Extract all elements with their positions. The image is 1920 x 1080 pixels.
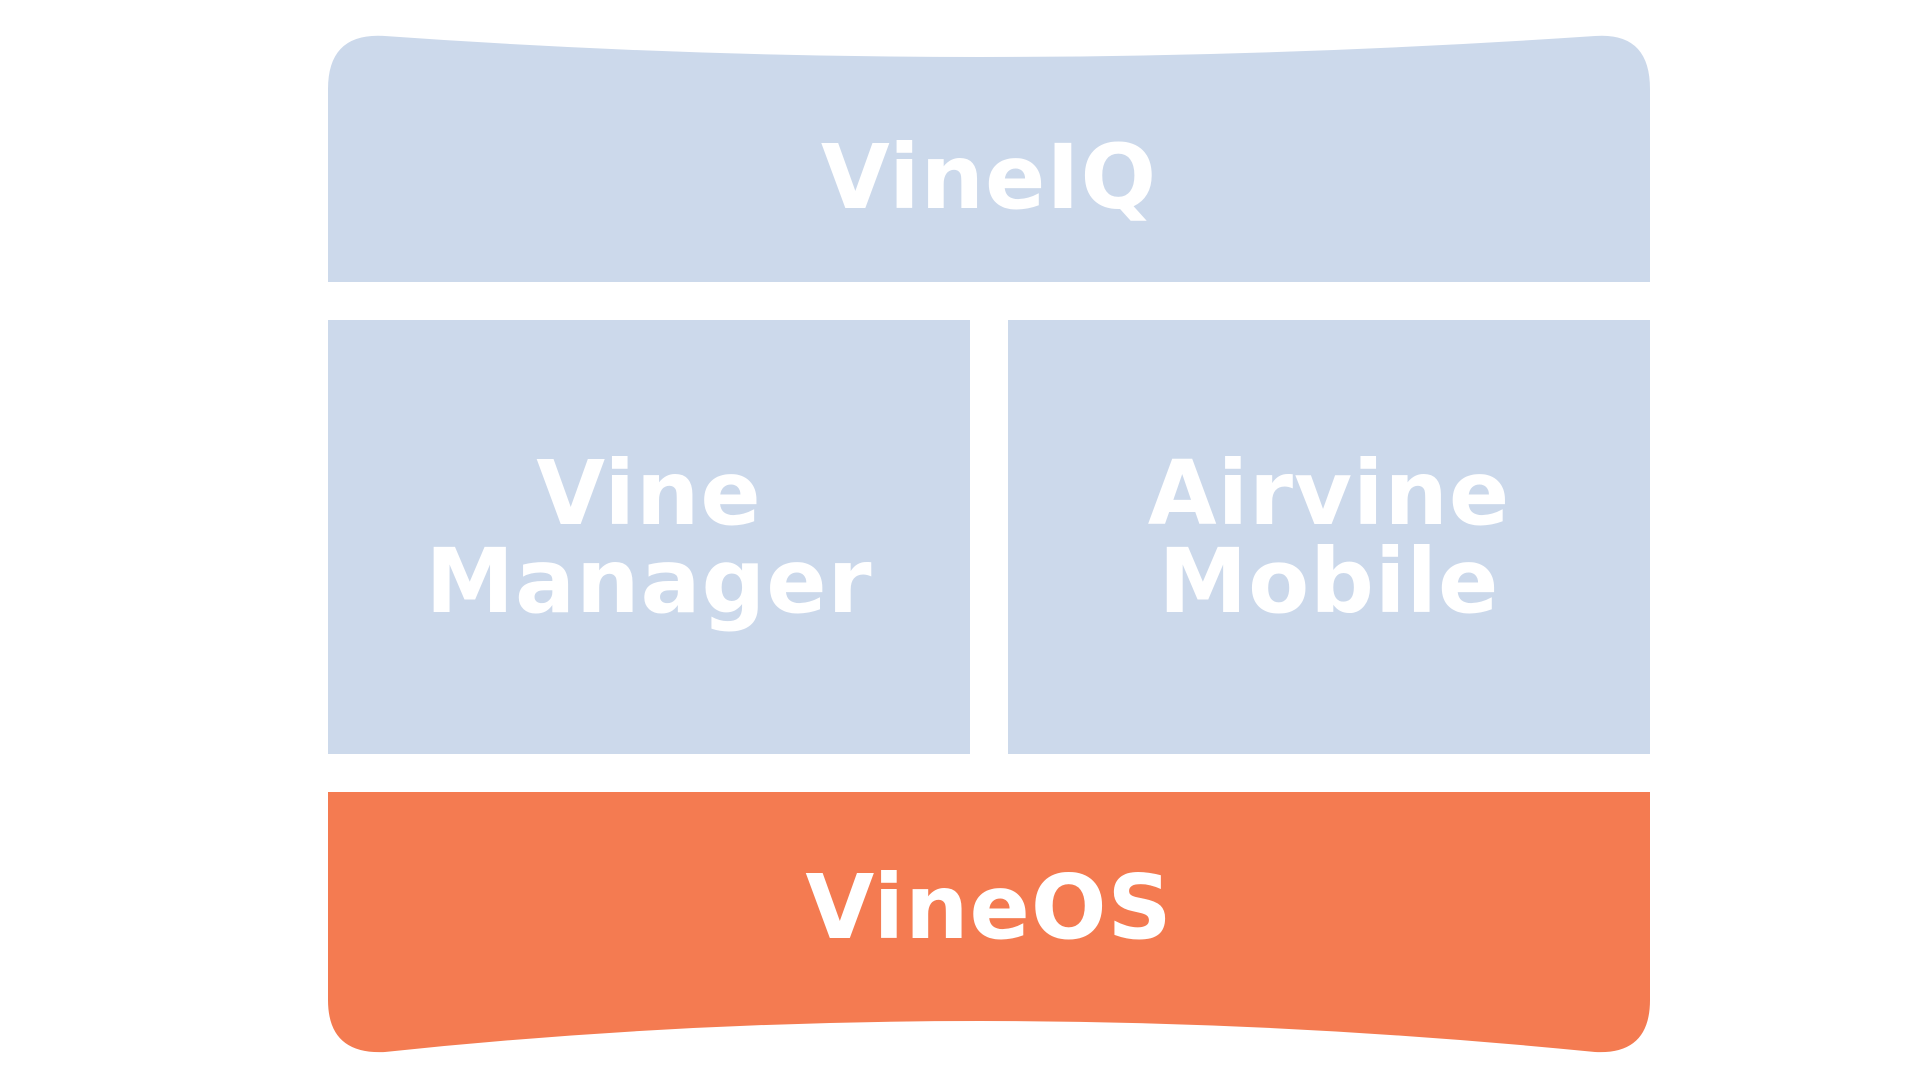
airvine-mobile-block bbox=[1008, 320, 1650, 754]
vineos-block bbox=[328, 792, 1650, 1053]
vine-manager-block bbox=[328, 320, 970, 754]
vineiq-block bbox=[328, 35, 1650, 283]
